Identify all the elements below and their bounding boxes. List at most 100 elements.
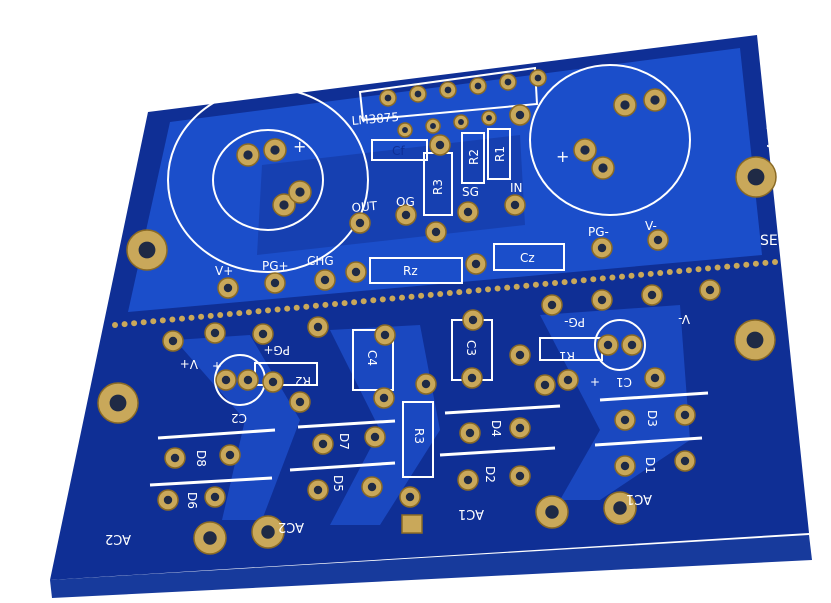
r1-top-label: R1 bbox=[493, 146, 507, 162]
component-pad bbox=[219, 444, 241, 466]
d4-label: D4 bbox=[489, 420, 503, 437]
ic-pin-pad bbox=[529, 69, 547, 87]
component-pad bbox=[614, 455, 636, 477]
c2-label: C2 bbox=[231, 411, 247, 425]
chg-label: CHG bbox=[307, 254, 334, 268]
component-pad bbox=[252, 323, 274, 345]
component-pad bbox=[674, 404, 696, 426]
ic-pin-pad bbox=[425, 118, 441, 134]
ac-terminal-pad bbox=[603, 491, 637, 525]
component-pad bbox=[534, 374, 556, 396]
pgplus-top-label: PG+ bbox=[262, 259, 289, 273]
plus-c1-label: + bbox=[590, 375, 600, 389]
mounting-hole bbox=[734, 319, 776, 361]
board-edge bbox=[50, 535, 812, 598]
component-pad bbox=[204, 486, 226, 508]
component-pad bbox=[364, 426, 386, 448]
c4-outline bbox=[352, 329, 394, 391]
r3-top-label: R3 bbox=[431, 179, 445, 195]
cap-outline-left-inner bbox=[212, 129, 324, 231]
square-pad bbox=[401, 514, 423, 534]
se-label: SE bbox=[760, 233, 778, 249]
component-pad bbox=[557, 369, 579, 391]
ic-pin-pad bbox=[439, 81, 457, 99]
cap-pad bbox=[272, 193, 296, 217]
component-pad bbox=[459, 422, 481, 444]
component-pad bbox=[509, 417, 531, 439]
vplus-bottom-label: V+ bbox=[180, 357, 198, 371]
component-pad bbox=[373, 387, 395, 409]
component-pad bbox=[465, 253, 487, 275]
d3-label: D3 bbox=[645, 410, 659, 427]
cap-pad bbox=[263, 138, 287, 162]
component-pad bbox=[237, 369, 259, 391]
r1-bottom-label: R1 bbox=[559, 349, 575, 363]
bottom-trace-right bbox=[540, 305, 690, 500]
diode-bars bbox=[149, 391, 709, 487]
cap-pad bbox=[288, 180, 312, 204]
component-pad bbox=[509, 344, 531, 366]
d7-label: D7 bbox=[337, 433, 351, 450]
cf-outline bbox=[371, 139, 428, 161]
component-pad bbox=[699, 279, 721, 301]
cap-pad bbox=[591, 156, 615, 180]
r2-top-outline bbox=[461, 132, 485, 184]
component-pad bbox=[597, 334, 619, 356]
mounting-hole bbox=[735, 156, 777, 198]
mounting-hole bbox=[126, 229, 168, 271]
component-pad bbox=[345, 261, 367, 283]
r2-bottom-label: R2 bbox=[295, 374, 311, 388]
pad-group bbox=[97, 69, 777, 555]
pgminus-top-label: PG- bbox=[588, 225, 609, 239]
component-pad bbox=[509, 465, 531, 487]
ac-terminal-pad bbox=[193, 521, 227, 555]
component-pad bbox=[457, 469, 479, 491]
ic-pin-pad bbox=[453, 114, 469, 130]
c1-outline bbox=[594, 319, 646, 371]
cap-pad bbox=[236, 143, 260, 167]
d2-label: D2 bbox=[483, 466, 497, 483]
component-pad bbox=[204, 322, 226, 344]
component-pad bbox=[674, 450, 696, 472]
top-copper-inner bbox=[257, 135, 525, 255]
ac2-right-label: AC2 bbox=[278, 519, 304, 534]
component-pad bbox=[647, 229, 669, 251]
component-pad bbox=[262, 371, 284, 393]
component-pad bbox=[217, 277, 239, 299]
c4-label: C4 bbox=[365, 350, 379, 366]
cz-outline bbox=[493, 243, 565, 271]
c1-label: C1 bbox=[616, 375, 632, 389]
vminus-bottom-label: V- bbox=[678, 312, 690, 326]
component-pad bbox=[312, 433, 334, 455]
ac1-left-label: AC1 bbox=[458, 506, 484, 521]
component-pad bbox=[641, 284, 663, 306]
ic-pin-pad bbox=[397, 122, 413, 138]
component-pad bbox=[399, 486, 421, 508]
component-pad bbox=[307, 479, 329, 501]
component-pad bbox=[429, 134, 451, 156]
component-pad bbox=[461, 367, 483, 389]
component-pad bbox=[462, 309, 484, 331]
component-pad bbox=[425, 221, 447, 243]
plus-right-label: + bbox=[556, 147, 569, 166]
component-pad bbox=[614, 409, 636, 431]
watermark: Audiosector.com bbox=[765, 50, 779, 150]
d5-label: D5 bbox=[331, 475, 345, 492]
ic-pin-pad bbox=[499, 73, 517, 91]
component-pad bbox=[307, 316, 329, 338]
component-pad bbox=[349, 212, 371, 234]
component-pad bbox=[314, 269, 336, 291]
cap-outline-right bbox=[529, 64, 691, 216]
pgplus-bottom-label: PG+ bbox=[263, 343, 290, 357]
out-label: OUT bbox=[351, 199, 378, 215]
bottom-trace-mid bbox=[330, 325, 440, 525]
r3-bottom-label: R3 bbox=[412, 428, 426, 444]
rz-outline bbox=[369, 257, 463, 284]
r1-top-outline bbox=[487, 128, 511, 180]
component-pad bbox=[395, 204, 417, 226]
pgminus-bottom-label: PG- bbox=[564, 315, 585, 329]
component-pad bbox=[162, 330, 184, 352]
component-pad bbox=[541, 294, 563, 316]
